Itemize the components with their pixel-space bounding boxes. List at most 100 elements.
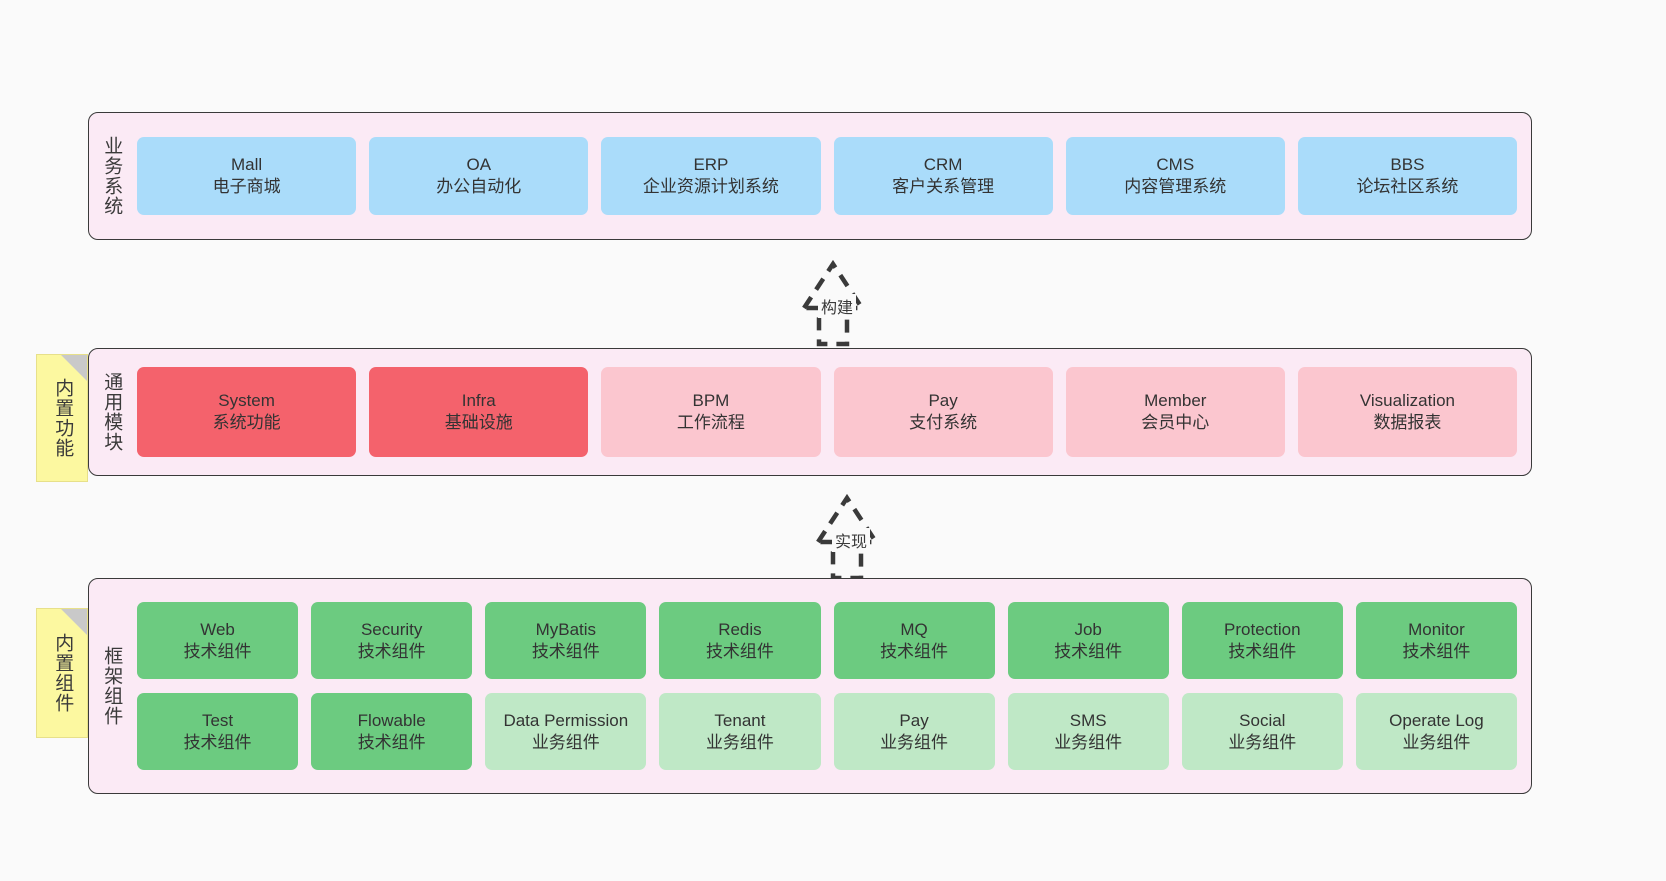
card-title: Monitor — [1408, 619, 1465, 639]
card-subtitle: 技术组件 — [531, 641, 600, 661]
arrow-build-label: 构建 — [818, 294, 857, 318]
layer-title-common-modules: 通用模块 — [101, 372, 123, 452]
arrow-implement: 实现 — [772, 492, 922, 582]
card-title: Visualization — [1359, 391, 1456, 411]
card-subtitle: 业务组件 — [705, 732, 774, 752]
sticky-fold-icon — [61, 355, 87, 381]
sticky-note-builtin-features: 内置功能 — [36, 354, 88, 482]
card-crm[interactable]: CRM 客户关系管理 — [833, 137, 1053, 215]
card-title: Redis — [718, 619, 762, 639]
card-bbs[interactable]: BBS 论坛社区系统 — [1297, 137, 1518, 215]
card-security[interactable]: Security 技术组件 — [311, 602, 473, 679]
card-visualization[interactable]: Visualization 数据报表 — [1297, 367, 1518, 457]
card-member[interactable]: Member 会员中心 — [1065, 367, 1285, 457]
card-title: Test — [201, 710, 234, 730]
card-subtitle: 技术组件 — [1228, 641, 1297, 661]
card-row: System 系统功能 Infra 基础设施 BPM 工作流程 Pay 支付系统… — [137, 367, 1518, 457]
card-subtitle: 客户关系管理 — [892, 177, 995, 196]
card-title: Data Permission — [503, 710, 629, 730]
card-subtitle: 工作流程 — [676, 413, 745, 432]
layer-body-business-systems: Mall 电子商城 OA 办公自动化 ERP 企业资源计划系统 CRM 客户关系… — [133, 113, 1531, 239]
card-subtitle: 业务组件 — [1402, 732, 1471, 752]
card-subtitle: 内容管理系统 — [1124, 177, 1227, 196]
card-operate-log[interactable]: Operate Log 业务组件 — [1355, 693, 1517, 770]
card-erp[interactable]: ERP 企业资源计划系统 — [601, 137, 821, 215]
card-title: Mall — [231, 155, 263, 175]
card-tenant[interactable]: Tenant 业务组件 — [659, 693, 821, 770]
card-subtitle: 办公自动化 — [436, 177, 522, 196]
card-system[interactable]: System 系统功能 — [137, 367, 357, 457]
card-subtitle: 基础设施 — [444, 413, 513, 432]
card-title: BBS — [1390, 155, 1425, 175]
card-subtitle: 技术组件 — [705, 641, 774, 661]
card-title: Pay — [928, 391, 958, 411]
card-job[interactable]: Job 技术组件 — [1007, 602, 1169, 679]
layer-title-business-systems: 业务系统 — [101, 136, 123, 216]
card-bpm[interactable]: BPM 工作流程 — [601, 367, 821, 457]
card-row: Mall 电子商城 OA 办公自动化 ERP 企业资源计划系统 CRM 客户关系… — [137, 137, 1518, 215]
card-flowable[interactable]: Flowable 技术组件 — [311, 693, 473, 770]
card-title: Operate Log — [1389, 710, 1484, 730]
card-subtitle: 支付系统 — [909, 413, 978, 432]
card-title: Web — [200, 619, 235, 639]
card-title: MQ — [900, 619, 928, 639]
card-test[interactable]: Test 技术组件 — [137, 693, 299, 770]
card-title: MyBatis — [535, 619, 597, 639]
card-title: Infra — [461, 391, 496, 411]
card-data-permission[interactable]: Data Permission 业务组件 — [485, 693, 647, 770]
card-title: ERP — [693, 155, 729, 175]
card-monitor[interactable]: Monitor 技术组件 — [1355, 602, 1517, 679]
card-row-business: Test 技术组件 Flowable 技术组件 Data Permission … — [137, 693, 1517, 770]
card-subtitle: 技术组件 — [357, 641, 426, 661]
card-subtitle: 技术组件 — [183, 641, 252, 661]
card-title: Member — [1144, 391, 1207, 411]
sticky-note-label: 内置功能 — [52, 378, 74, 458]
card-title: Social — [1239, 710, 1286, 730]
card-pay[interactable]: Pay 支付系统 — [833, 367, 1053, 457]
card-subtitle: 技术组件 — [357, 732, 426, 752]
sticky-note-builtin-components: 内置组件 — [36, 608, 88, 738]
layer-framework-components: 框架组件 Web 技术组件 Security 技术组件 MyBatis 技术组件… — [88, 578, 1532, 794]
card-web[interactable]: Web 技术组件 — [137, 602, 299, 679]
card-pay-component[interactable]: Pay 业务组件 — [833, 693, 995, 770]
card-title: CRM — [923, 155, 963, 175]
card-subtitle: 业务组件 — [531, 732, 600, 752]
card-subtitle: 技术组件 — [183, 732, 252, 752]
layer-body-common-modules: System 系统功能 Infra 基础设施 BPM 工作流程 Pay 支付系统… — [133, 349, 1531, 475]
card-sms[interactable]: SMS 业务组件 — [1007, 693, 1169, 770]
card-subtitle: 系统功能 — [212, 413, 281, 432]
card-subtitle: 技术组件 — [1054, 641, 1123, 661]
card-subtitle: 企业资源计划系统 — [642, 177, 779, 196]
card-redis[interactable]: Redis 技术组件 — [659, 602, 821, 679]
card-subtitle: 电子商城 — [212, 177, 281, 196]
layer-business-systems: 业务系统 Mall 电子商城 OA 办公自动化 ERP 企业资源计划系统 CRM… — [88, 112, 1532, 240]
card-title: Protection — [1224, 619, 1301, 639]
card-title: Tenant — [714, 710, 766, 730]
layer-body-framework-components: Web 技术组件 Security 技术组件 MyBatis 技术组件 Redi… — [133, 579, 1531, 793]
card-subtitle: 会员中心 — [1141, 413, 1210, 432]
card-mall[interactable]: Mall 电子商城 — [137, 137, 357, 215]
card-oa[interactable]: OA 办公自动化 — [369, 137, 589, 215]
card-mq[interactable]: MQ 技术组件 — [833, 602, 995, 679]
layer-title-framework-components: 框架组件 — [101, 646, 123, 726]
card-title: System — [218, 391, 275, 411]
card-mybatis[interactable]: MyBatis 技术组件 — [485, 602, 647, 679]
card-title: Security — [360, 619, 423, 639]
card-social[interactable]: Social 业务组件 — [1181, 693, 1343, 770]
card-title: Flowable — [357, 710, 426, 730]
card-subtitle: 技术组件 — [880, 641, 949, 661]
arrow-implement-label: 实现 — [832, 528, 871, 552]
card-title: SMS — [1069, 710, 1107, 730]
arrow-implement-icon — [813, 493, 881, 581]
card-infra[interactable]: Infra 基础设施 — [369, 367, 589, 457]
card-subtitle: 业务组件 — [1054, 732, 1123, 752]
card-title: Job — [1074, 619, 1102, 639]
card-title: Pay — [899, 710, 929, 730]
card-title: BPM — [692, 391, 730, 411]
card-title: CMS — [1156, 155, 1195, 175]
layer-common-modules: 通用模块 System 系统功能 Infra 基础设施 BPM 工作流程 Pay… — [88, 348, 1532, 476]
card-protection[interactable]: Protection 技术组件 — [1181, 602, 1343, 679]
card-cms[interactable]: CMS 内容管理系统 — [1065, 137, 1285, 215]
card-row-technical: Web 技术组件 Security 技术组件 MyBatis 技术组件 Redi… — [137, 602, 1517, 679]
card-subtitle: 业务组件 — [880, 732, 949, 752]
